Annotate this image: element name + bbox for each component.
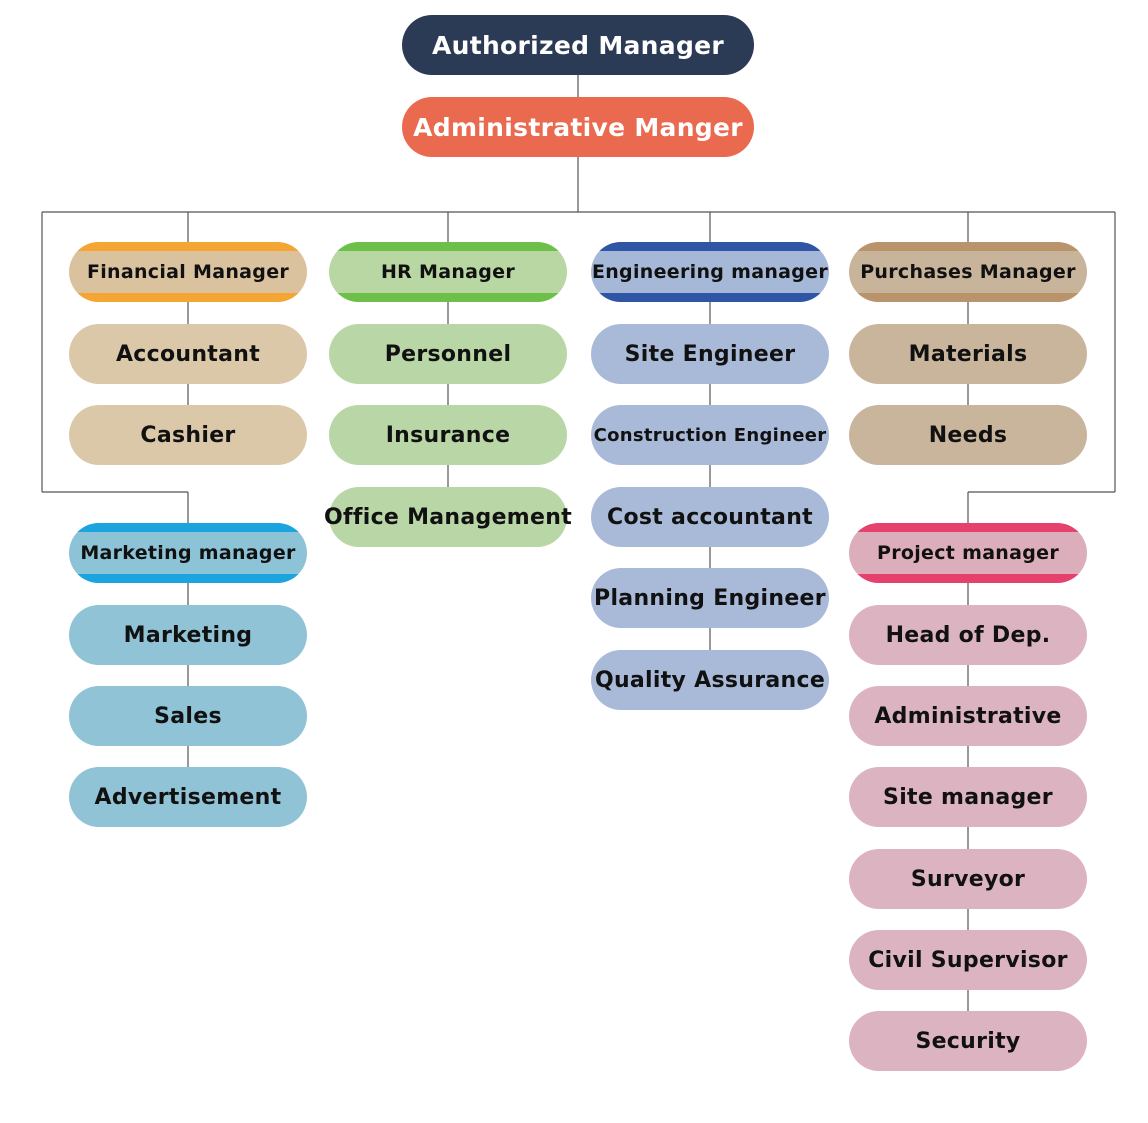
- site-engineer-label: Site Engineer: [624, 341, 796, 367]
- planning-engineer-node: Planning Engineer: [591, 568, 829, 628]
- site-manager-node: Site manager: [849, 767, 1087, 827]
- office-management-node: Office Management: [324, 487, 572, 547]
- marketing-label: Marketing: [123, 622, 253, 648]
- financial-manager-label: Financial Manager: [86, 261, 290, 283]
- planning-engineer-label: Planning Engineer: [594, 585, 826, 611]
- financial-manager-node: Financial Manager: [69, 242, 307, 302]
- engineering-manager-label: Engineering manager: [591, 261, 829, 283]
- marketing-head-band-bottom: [69, 574, 307, 583]
- financial-head-band-top: [69, 242, 307, 251]
- authorized-manager-label: Authorized Manager: [431, 30, 725, 60]
- surveyor-label: Surveyor: [910, 866, 1026, 892]
- surveyor-node: Surveyor: [849, 849, 1087, 909]
- construction-engineer-label: Construction Engineer: [593, 424, 827, 446]
- hr-head-band-top: [329, 242, 567, 251]
- marketing-node: Marketing: [69, 605, 307, 665]
- head-of-dep-label: Head of Dep.: [885, 622, 1051, 648]
- quality-assurance-node: Quality Assurance: [591, 650, 829, 710]
- personnel-node: Personnel: [329, 324, 567, 384]
- accountant-label: Accountant: [115, 341, 261, 367]
- administrative-node: Administrative: [849, 686, 1087, 746]
- cashier-label: Cashier: [140, 422, 236, 448]
- security-node: Security: [849, 1011, 1087, 1071]
- quality-assurance-label: Quality Assurance: [594, 667, 826, 693]
- insurance-label: Insurance: [385, 422, 511, 448]
- materials-label: Materials: [908, 341, 1028, 367]
- authorized-manager-node: Authorized Manager: [402, 15, 754, 75]
- site-manager-label: Site manager: [883, 784, 1053, 810]
- cost-accountant-node: Cost accountant: [591, 487, 829, 547]
- advertisement-label: Advertisement: [94, 784, 282, 810]
- purchases-head-band-top: [849, 242, 1087, 251]
- hr-manager-node: HR Manager: [329, 242, 567, 302]
- construction-engineer-node: Construction Engineer: [591, 405, 829, 465]
- marketing-manager-node: Marketing manager: [69, 523, 307, 583]
- engineering-head-band-bottom: [591, 293, 829, 302]
- security-label: Security: [915, 1028, 1021, 1054]
- materials-node: Materials: [849, 324, 1087, 384]
- purchases-manager-node: Purchases Manager: [849, 242, 1087, 302]
- engineering-manager-node: Engineering manager: [591, 242, 829, 302]
- engineering-head-band-top: [591, 242, 829, 251]
- cashier-node: Cashier: [69, 405, 307, 465]
- insurance-node: Insurance: [329, 405, 567, 465]
- civil-supervisor-label: Civil Supervisor: [868, 947, 1068, 973]
- sales-label: Sales: [154, 703, 222, 729]
- administrative-label: Administrative: [874, 703, 1062, 729]
- marketing-head-band-top: [69, 523, 307, 532]
- advertisement-node: Advertisement: [69, 767, 307, 827]
- hr-manager-label: HR Manager: [380, 261, 516, 283]
- project-head-band-top: [849, 523, 1087, 532]
- office-management-label: Office Management: [323, 504, 573, 530]
- marketing-manager-label: Marketing manager: [80, 542, 296, 564]
- administrative-manager-node: Administrative Manger: [402, 97, 754, 157]
- site-engineer-node: Site Engineer: [591, 324, 829, 384]
- civil-supervisor-node: Civil Supervisor: [849, 930, 1087, 990]
- financial-head-band-bottom: [69, 293, 307, 302]
- needs-node: Needs: [849, 405, 1087, 465]
- purchases-manager-label: Purchases Manager: [860, 261, 1076, 283]
- sales-node: Sales: [69, 686, 307, 746]
- hr-head-band-bottom: [329, 293, 567, 302]
- head-of-dep-node: Head of Dep.: [849, 605, 1087, 665]
- project-manager-node: Project manager: [849, 523, 1087, 583]
- project-manager-label: Project manager: [876, 542, 1060, 564]
- purchases-head-band-bottom: [849, 293, 1087, 302]
- project-head-band-bottom: [849, 574, 1087, 583]
- accountant-node: Accountant: [69, 324, 307, 384]
- needs-label: Needs: [928, 422, 1008, 448]
- cost-accountant-label: Cost accountant: [607, 504, 813, 530]
- personnel-label: Personnel: [384, 341, 512, 367]
- administrative-manager-label: Administrative Manger: [413, 112, 743, 142]
